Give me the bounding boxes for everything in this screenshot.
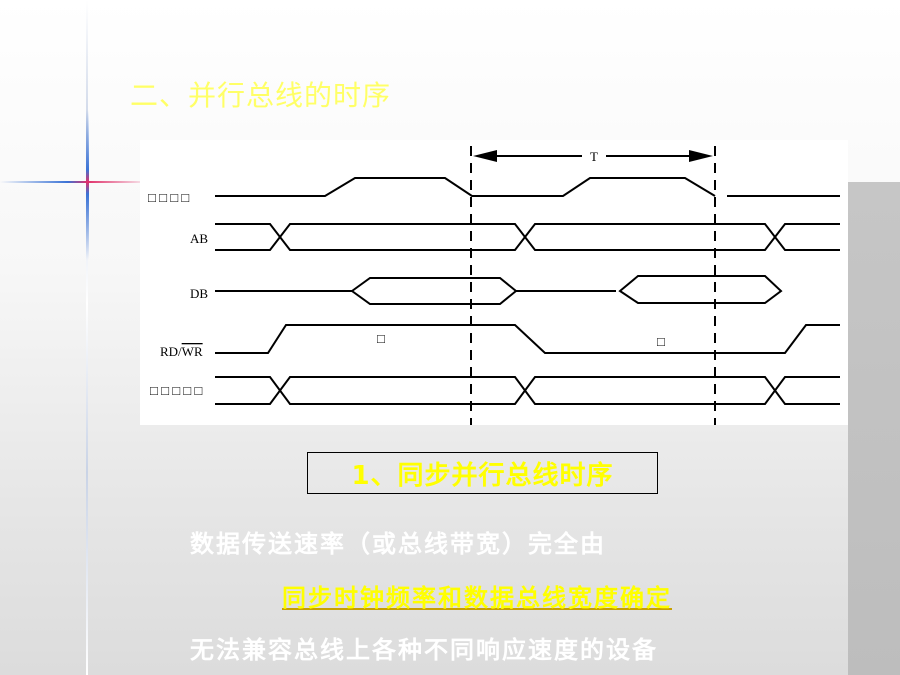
rdwr-marker-2: □	[657, 334, 665, 349]
right-gray-panel	[848, 182, 900, 675]
signal-label-ab: AB	[190, 231, 208, 246]
control-waveform-b	[215, 376, 840, 405]
rdwr-marker-1: □	[377, 331, 385, 346]
rdwr-waveform	[215, 324, 840, 354]
period-arrow-left-head	[473, 150, 497, 162]
body-text-line-1: 数据传送速率（或总线带宽）完全由	[190, 530, 606, 558]
clock-waveform	[215, 177, 716, 197]
period-label: T	[590, 149, 598, 164]
signal-label-db: DB	[190, 286, 208, 301]
decorative-vertical-line	[86, 0, 88, 675]
db-valid-data-2	[618, 275, 783, 304]
ab-waveform-b	[215, 223, 840, 251]
decorative-cross-horizontal	[0, 181, 150, 183]
slide-title: 二、并行总线的时序	[130, 79, 392, 112]
signal-label-rdwr: RD/WR	[160, 344, 203, 359]
signal-label-clock: □ □ □ □	[148, 190, 189, 205]
ab-waveform-a	[215, 223, 840, 251]
section-heading-box: 1、同步并行总线时序	[307, 452, 658, 494]
db-valid-data-1	[350, 277, 518, 305]
control-waveform-a	[215, 376, 840, 405]
decorative-cross-vertical	[86, 110, 89, 260]
signal-label-control: □ □ □ □ □	[150, 383, 202, 398]
body-text-line-3: 无法兼容总线上各种不同响应速度的设备	[190, 636, 658, 664]
period-arrow-right-head	[689, 150, 713, 162]
body-text-line-2-highlight: 同步时钟频率和数据总线宽度确定	[282, 584, 672, 612]
